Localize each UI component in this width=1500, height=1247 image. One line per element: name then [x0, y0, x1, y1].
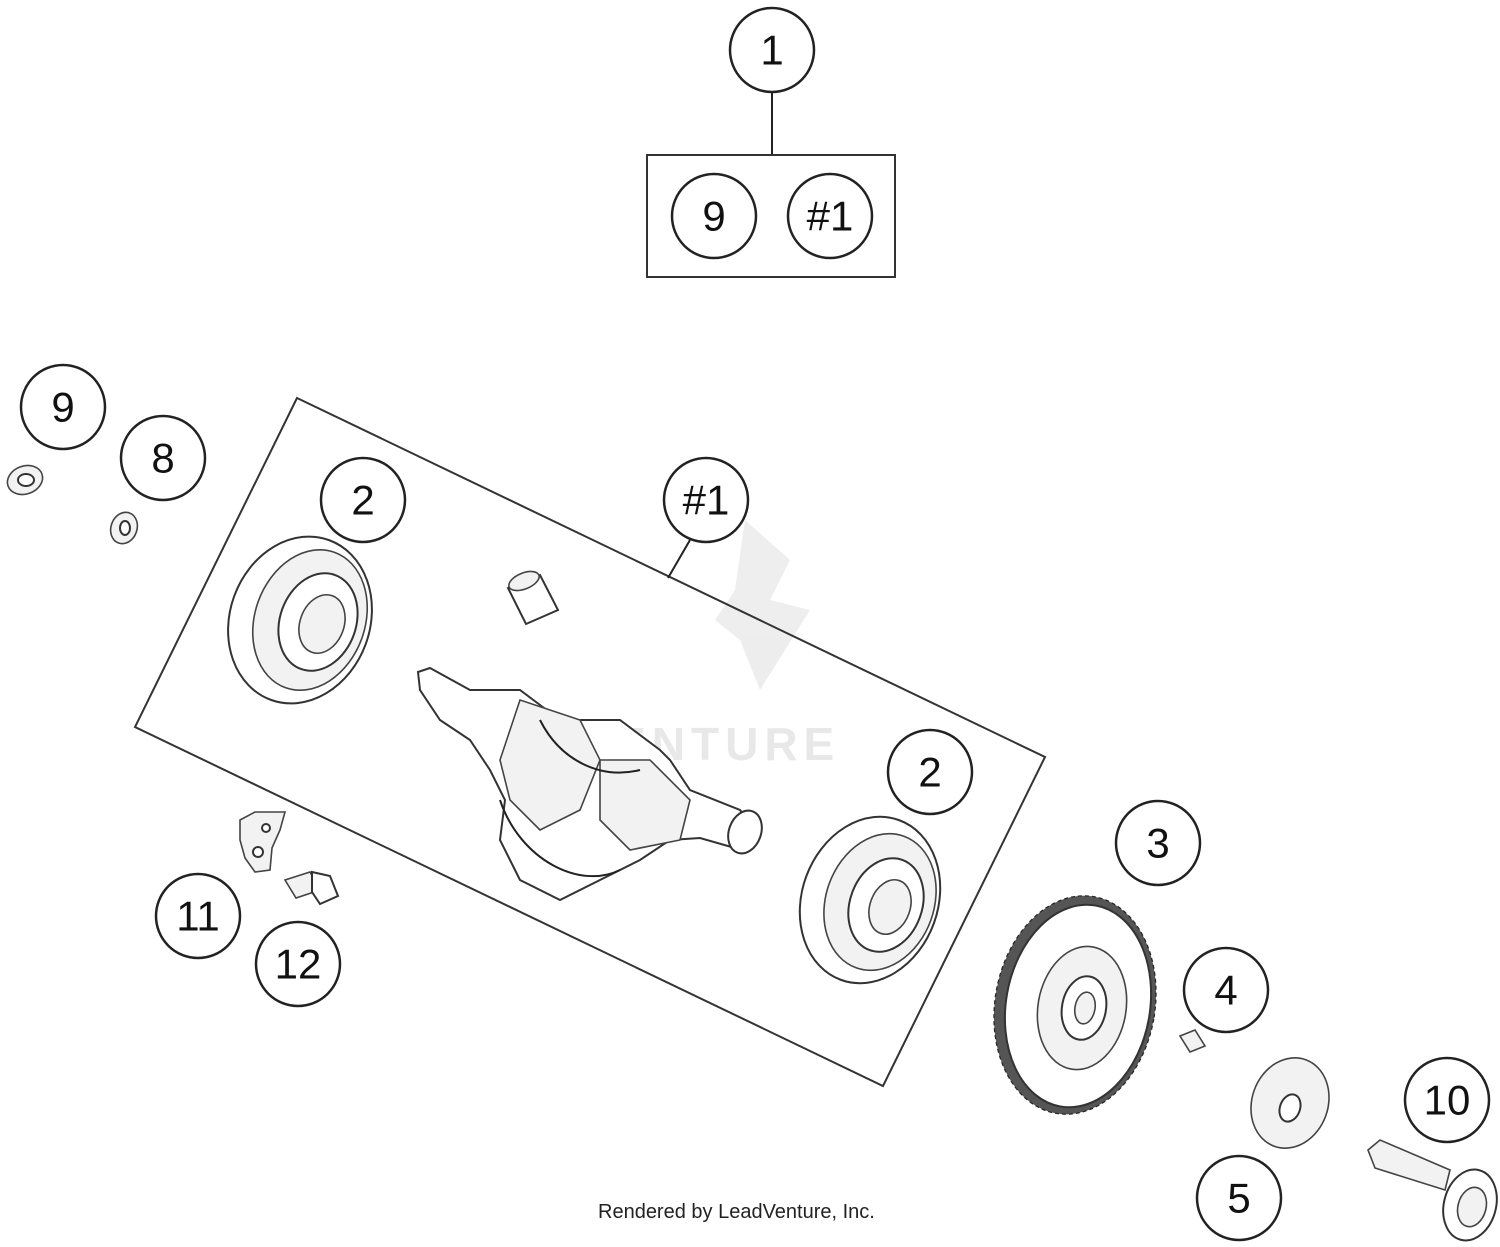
svg-text:5: 5: [1227, 1175, 1250, 1222]
bracket-11[interactable]: [239, 811, 287, 873]
watermark-logo-icon: [715, 520, 810, 690]
kit-group-top: 1 9 #1: [646, 6, 896, 278]
svg-text:10: 10: [1424, 1077, 1471, 1124]
callout-3[interactable]: 3: [1114, 799, 1202, 887]
callout-11[interactable]: 11: [154, 872, 242, 960]
svg-text:2: 2: [351, 477, 374, 524]
callout-8[interactable]: 8: [119, 414, 207, 502]
svg-text:1: 1: [760, 27, 783, 74]
crankshaft[interactable]: [416, 666, 768, 902]
svg-text:11: 11: [176, 893, 220, 940]
svg-text:#1: #1: [807, 193, 854, 240]
callout-12[interactable]: 12: [254, 920, 342, 1008]
callout-kit1-top[interactable]: #1: [786, 172, 874, 260]
callout-1[interactable]: 1: [728, 6, 816, 94]
balancer-gear[interactable]: [977, 883, 1173, 1127]
bolt-10[interactable]: [1367, 1139, 1500, 1247]
svg-text:12: 12: [275, 941, 322, 988]
svg-text:9: 9: [702, 193, 725, 240]
callout-4[interactable]: 4: [1182, 946, 1270, 1034]
svg-text:8: 8: [151, 435, 174, 482]
footer-credit: Rendered by LeadVenture, Inc.: [598, 1201, 875, 1223]
callout-9-top[interactable]: 9: [670, 172, 758, 260]
washer-8[interactable]: [106, 509, 141, 548]
kit-box-top: [646, 154, 896, 278]
kit-box-crankshaft: [133, 396, 1047, 1088]
woodruff-key[interactable]: [1178, 1029, 1207, 1053]
nut-9[interactable]: [3, 461, 46, 500]
screw-12[interactable]: [283, 870, 340, 906]
washer-5[interactable]: [1239, 1047, 1342, 1159]
callout-2-right[interactable]: 2: [886, 728, 974, 816]
callout-10[interactable]: 10: [1403, 1056, 1491, 1144]
crank-pin[interactable]: [506, 568, 560, 626]
callout-2-left[interactable]: 2: [319, 456, 407, 544]
callout-kit1[interactable]: #1: [662, 456, 750, 544]
bearing-left[interactable]: [205, 516, 395, 724]
callout-5[interactable]: 5: [1195, 1154, 1283, 1242]
bearing-right[interactable]: [777, 797, 963, 1003]
svg-text:#1: #1: [683, 477, 730, 524]
svg-text:2: 2: [918, 749, 941, 796]
callout-9-left[interactable]: 9: [19, 363, 107, 451]
svg-text:4: 4: [1214, 967, 1237, 1014]
svg-text:9: 9: [51, 384, 74, 431]
svg-text:3: 3: [1146, 820, 1169, 867]
